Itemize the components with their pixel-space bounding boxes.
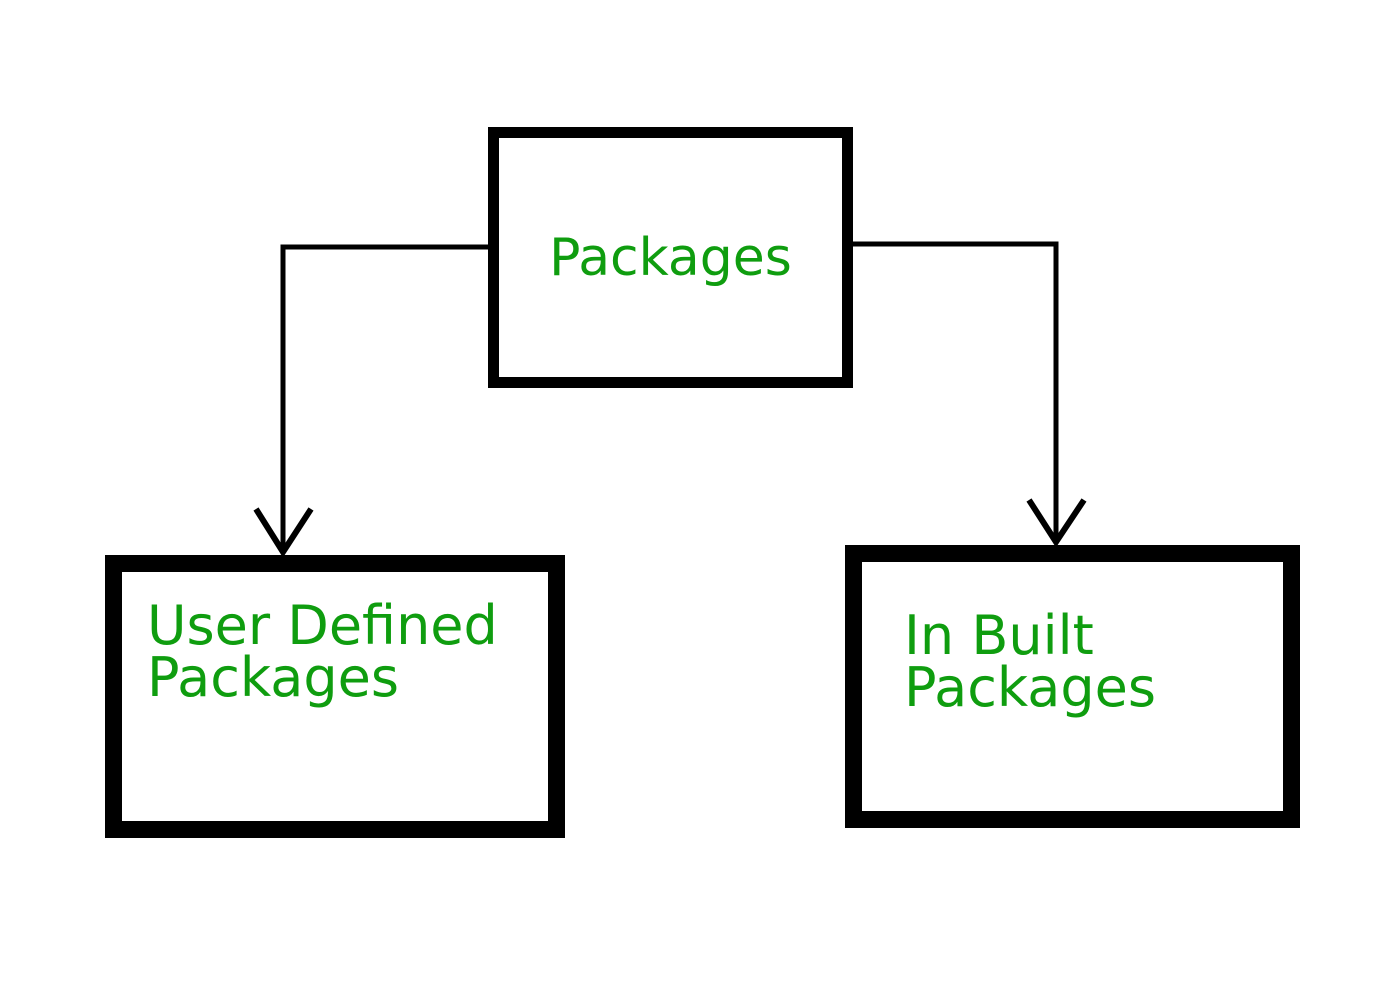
- connector-root-to-user-defined: [253, 244, 490, 558]
- connector-root-to-in-built: [851, 241, 1087, 548]
- node-in-built-packages[interactable]: In Built Packages: [845, 545, 1300, 828]
- node-in-built-packages-label: In Built Packages: [904, 604, 1156, 719]
- node-user-defined-packages-label: User Defined Packages: [147, 594, 498, 709]
- node-packages[interactable]: Packages: [488, 127, 853, 388]
- node-user-defined-packages[interactable]: User Defined Packages: [105, 555, 565, 838]
- node-packages-label: Packages: [549, 227, 792, 288]
